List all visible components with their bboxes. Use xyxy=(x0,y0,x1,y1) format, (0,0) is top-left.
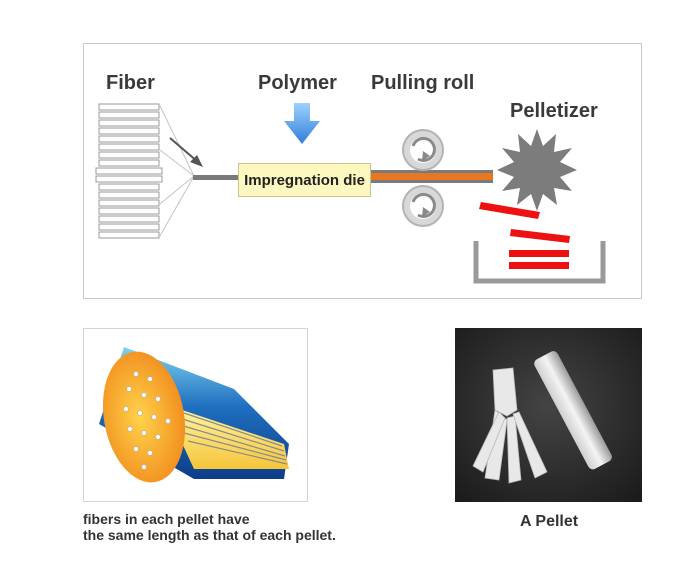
fiber-pointer-arrow-icon xyxy=(169,137,203,167)
pellet-cross-section-illustration xyxy=(99,347,289,483)
process-diagram-graphic xyxy=(95,103,606,284)
rotation-icon-bottom xyxy=(411,192,436,218)
pulling-roll-top xyxy=(402,129,444,171)
polymer-label: Polymer xyxy=(258,72,337,94)
pulling-roll-label: Pulling roll xyxy=(371,72,475,94)
down-arrow-icon xyxy=(284,103,320,144)
pellet-photo xyxy=(455,328,642,502)
fiber-label: Fiber xyxy=(106,72,155,94)
pellet-collection-bin xyxy=(473,241,606,284)
rotation-icon xyxy=(411,136,436,162)
pellet-photo-caption: A Pellet xyxy=(520,513,579,530)
pulling-roll-bottom xyxy=(402,185,444,227)
impregnated-rod xyxy=(371,170,493,183)
gear-blade-icon xyxy=(497,129,577,211)
pellet-photo-graphic xyxy=(455,328,642,502)
fiber-strand xyxy=(193,175,239,180)
cross-section-caption-line2: the same length as that of each pellet. xyxy=(83,527,336,543)
falling-pellets xyxy=(479,202,570,243)
pelletizer-label: Pelletizer xyxy=(510,100,598,122)
fiber-converging-lines xyxy=(159,105,195,237)
fiber-bobbin-stack xyxy=(95,103,163,239)
cross-section-caption-line1: fibers in each pellet have xyxy=(83,511,250,527)
cross-section-panel xyxy=(83,328,308,502)
impregnation-die: Impregnation die xyxy=(238,163,371,197)
